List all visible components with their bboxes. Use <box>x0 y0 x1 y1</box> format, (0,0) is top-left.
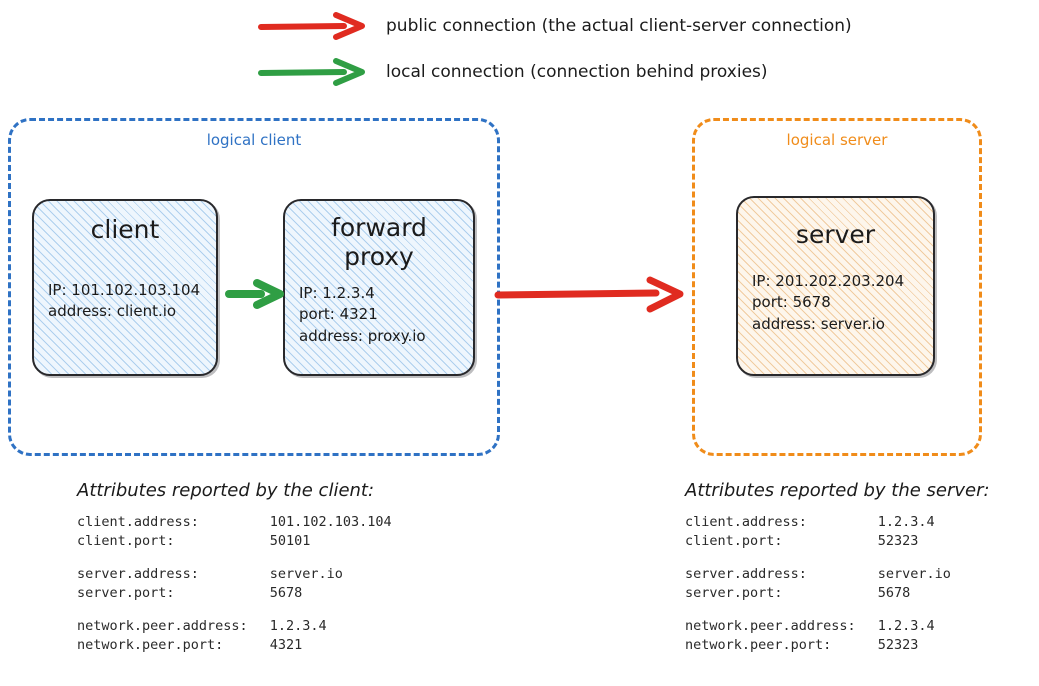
red-arrow-icon <box>494 272 686 316</box>
node-server-address: address: server.io <box>752 314 885 333</box>
logical-server-group: logical server <box>692 118 982 456</box>
red-arrow-icon <box>258 12 370 40</box>
logical-server-label: logical server <box>786 131 888 149</box>
node-forward-proxy-port: port: 4321 <box>299 305 378 324</box>
table-row: network.peer.port: 4321 <box>77 636 392 655</box>
attr-key: server.address: <box>685 565 807 582</box>
attr-key: client.port: <box>77 533 175 550</box>
server-attributes-heading: Attributes reported by the server: <box>685 480 990 501</box>
table-row-spacer <box>77 552 392 565</box>
client-attributes-block: Attributes reported by the client: clien… <box>77 480 392 656</box>
green-arrow-icon <box>258 58 370 86</box>
logical-client-label: logical client <box>206 131 302 149</box>
table-row: network.peer.port: 52323 <box>685 636 951 655</box>
client-attributes-table: client.address: 101.102.103.104 client.p… <box>77 513 392 656</box>
attr-value: 101.102.103.104 <box>269 514 392 530</box>
node-server-title: server <box>795 220 876 249</box>
legend-label-public-connection: public connection (the actual client-ser… <box>386 16 852 36</box>
attr-value: 1.2.3.4 <box>269 617 327 634</box>
attr-value: 50101 <box>269 533 311 550</box>
node-server-ip: IP: 201.202.203.204 <box>752 272 905 290</box>
table-row: server.address: server.io <box>685 565 951 584</box>
table-row: client.port: 50101 <box>77 532 392 551</box>
table-row: client.address: 101.102.103.104 <box>77 513 392 532</box>
table-row: client.address: 1.2.3.4 <box>685 513 951 532</box>
client-attributes-heading: Attributes reported by the client: <box>77 480 375 501</box>
legend-item-local-connection: local connection (connection behind prox… <box>258 58 768 86</box>
attr-key: client.address: <box>77 514 199 530</box>
legend-label-local-connection: local connection (connection behind prox… <box>386 62 768 82</box>
table-row-spacer <box>685 552 951 565</box>
attr-value: 1.2.3.4 <box>877 617 935 634</box>
attr-key: network.peer.port: <box>77 637 224 654</box>
node-forward-proxy-ip: IP: 1.2.3.4 <box>299 284 375 302</box>
node-server-details: IP: 201.202.203.204 port: 5678 address: … <box>752 271 919 335</box>
table-row: client.port: 52323 <box>685 532 951 551</box>
table-row: server.port: 5678 <box>77 584 392 603</box>
node-server[interactable]: server IP: 201.202.203.204 port: 5678 ad… <box>736 196 935 376</box>
attr-value: 52323 <box>877 533 919 550</box>
node-client-details: IP: 101.102.103.104 address: client.io <box>48 280 202 323</box>
table-row: server.port: 5678 <box>685 584 951 603</box>
node-forward-proxy[interactable]: forward proxy IP: 1.2.3.4 port: 4321 add… <box>283 199 475 376</box>
node-client-ip: IP: 101.102.103.104 <box>48 281 201 299</box>
attr-key: network.peer.address: <box>77 617 248 634</box>
table-row-spacer <box>685 604 951 617</box>
node-client-address: address: client.io <box>48 302 177 321</box>
node-client[interactable]: client IP: 101.102.103.104 address: clie… <box>32 199 218 376</box>
attr-value: 5678 <box>269 585 303 602</box>
attr-value: 52323 <box>877 637 919 654</box>
attr-value: server.io <box>877 565 951 582</box>
server-attributes-table: client.address: 1.2.3.4 client.port: 523… <box>685 513 951 656</box>
node-forward-proxy-title: forward proxy <box>331 213 427 271</box>
logical-client-group: logical client <box>8 118 500 456</box>
table-row: network.peer.address: 1.2.3.4 <box>685 617 951 636</box>
attr-value: 1.2.3.4 <box>877 514 935 530</box>
attr-value: 5678 <box>877 585 911 602</box>
attr-key: client.address: <box>685 514 807 530</box>
attr-key: server.address: <box>77 565 199 582</box>
green-arrow-icon <box>225 276 287 312</box>
attr-key: network.peer.address: <box>685 617 856 634</box>
table-row: server.address: server.io <box>77 565 392 584</box>
attr-key: network.peer.port: <box>685 637 832 654</box>
node-server-port: port: 5678 <box>752 293 831 312</box>
table-row-spacer <box>77 604 392 617</box>
server-attributes-block: Attributes reported by the server: clien… <box>685 480 990 656</box>
attr-key: server.port: <box>77 585 175 602</box>
attr-value: server.io <box>269 565 343 582</box>
attr-value: 4321 <box>269 637 303 654</box>
legend-item-public-connection: public connection (the actual client-ser… <box>258 12 852 40</box>
table-row: network.peer.address: 1.2.3.4 <box>77 617 392 636</box>
node-forward-proxy-details: IP: 1.2.3.4 port: 4321 address: proxy.io <box>299 283 459 347</box>
node-forward-proxy-address: address: proxy.io <box>299 326 426 345</box>
attr-key: client.port: <box>685 533 783 550</box>
attr-key: server.port: <box>685 585 783 602</box>
node-client-title: client <box>90 215 160 244</box>
